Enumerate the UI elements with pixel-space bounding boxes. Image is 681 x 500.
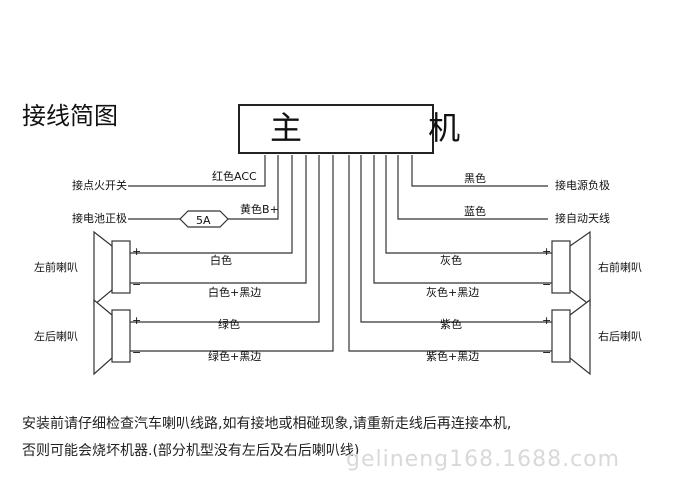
polarity-plus-fr: + — [542, 245, 552, 258]
wire-red-acc — [128, 155, 266, 187]
terminal-ignition: 接点火开关 — [72, 179, 127, 192]
terminal-battery-positive: 接电池正极 — [72, 212, 127, 225]
polarity-minus-fl: − — [132, 278, 142, 291]
label-green: 绿色 — [218, 318, 240, 331]
label-gray: 灰色 — [440, 254, 462, 267]
wire-gray-black — [373, 155, 552, 284]
watermark: gelineng168.1688.com — [346, 447, 621, 472]
polarity-minus-rl: − — [132, 346, 142, 359]
terminal-power-negative: 接电源负极 — [555, 179, 610, 192]
wire-blue — [397, 155, 548, 220]
wire-green — [130, 155, 320, 323]
label-gray-black: 灰色+黑边 — [426, 286, 480, 299]
speaker-front-left-label: 左前喇叭 — [34, 261, 78, 274]
fuse-icon — [179, 210, 229, 228]
wire-purple — [360, 155, 552, 323]
wire-black — [411, 155, 548, 187]
speaker-front-right-label: 右前喇叭 — [598, 261, 642, 274]
speaker-rear-right-label: 右后喇叭 — [598, 330, 642, 343]
label-green-black: 绿色+黑边 — [208, 350, 262, 363]
label-blue: 蓝色 — [464, 205, 486, 218]
label-yellow-b: 黄色B+ — [240, 203, 279, 216]
main-unit-label: 主 机 — [270, 109, 519, 147]
diagram-title: 接线简图 — [22, 102, 118, 130]
terminal-auto-antenna: 接自动天线 — [555, 212, 610, 225]
speaker-rear-right-icon — [551, 298, 591, 376]
polarity-minus-fr: − — [542, 278, 552, 291]
wire-white — [130, 155, 293, 254]
wire-gray — [385, 155, 552, 254]
label-black: 黑色 — [464, 172, 486, 185]
speaker-front-left-icon — [93, 230, 131, 307]
label-red-acc: 红色ACC — [212, 170, 257, 183]
wire-yellow-b — [228, 155, 279, 220]
installation-note-line1: 安装前请仔细检查汽车喇叭线路,如有接地或相碰现象,请重新走线后再连接本机, — [22, 416, 512, 432]
polarity-plus-rr: + — [542, 314, 552, 327]
polarity-plus-rl: + — [132, 314, 142, 327]
polarity-plus-fl: + — [132, 245, 142, 258]
wire-green-black — [130, 155, 334, 352]
label-white: 白色 — [210, 254, 232, 267]
wire-purple-black — [348, 155, 552, 352]
label-purple: 紫色 — [440, 318, 462, 331]
speaker-rear-left-label: 左后喇叭 — [34, 330, 78, 343]
main-unit-box — [238, 104, 434, 154]
installation-note-line2: 否则可能会烧坏机器.(部分机型没有左后及右后喇叭线) — [22, 443, 360, 459]
label-fuse: 5A — [196, 214, 211, 227]
label-purple-black: 紫色+黑边 — [426, 350, 480, 363]
polarity-minus-rr: − — [542, 346, 552, 359]
wire-white-black — [130, 155, 307, 284]
speaker-front-right-icon — [551, 230, 591, 307]
speaker-rear-left-icon — [93, 298, 131, 376]
label-white-black: 白色+黑边 — [208, 286, 262, 299]
